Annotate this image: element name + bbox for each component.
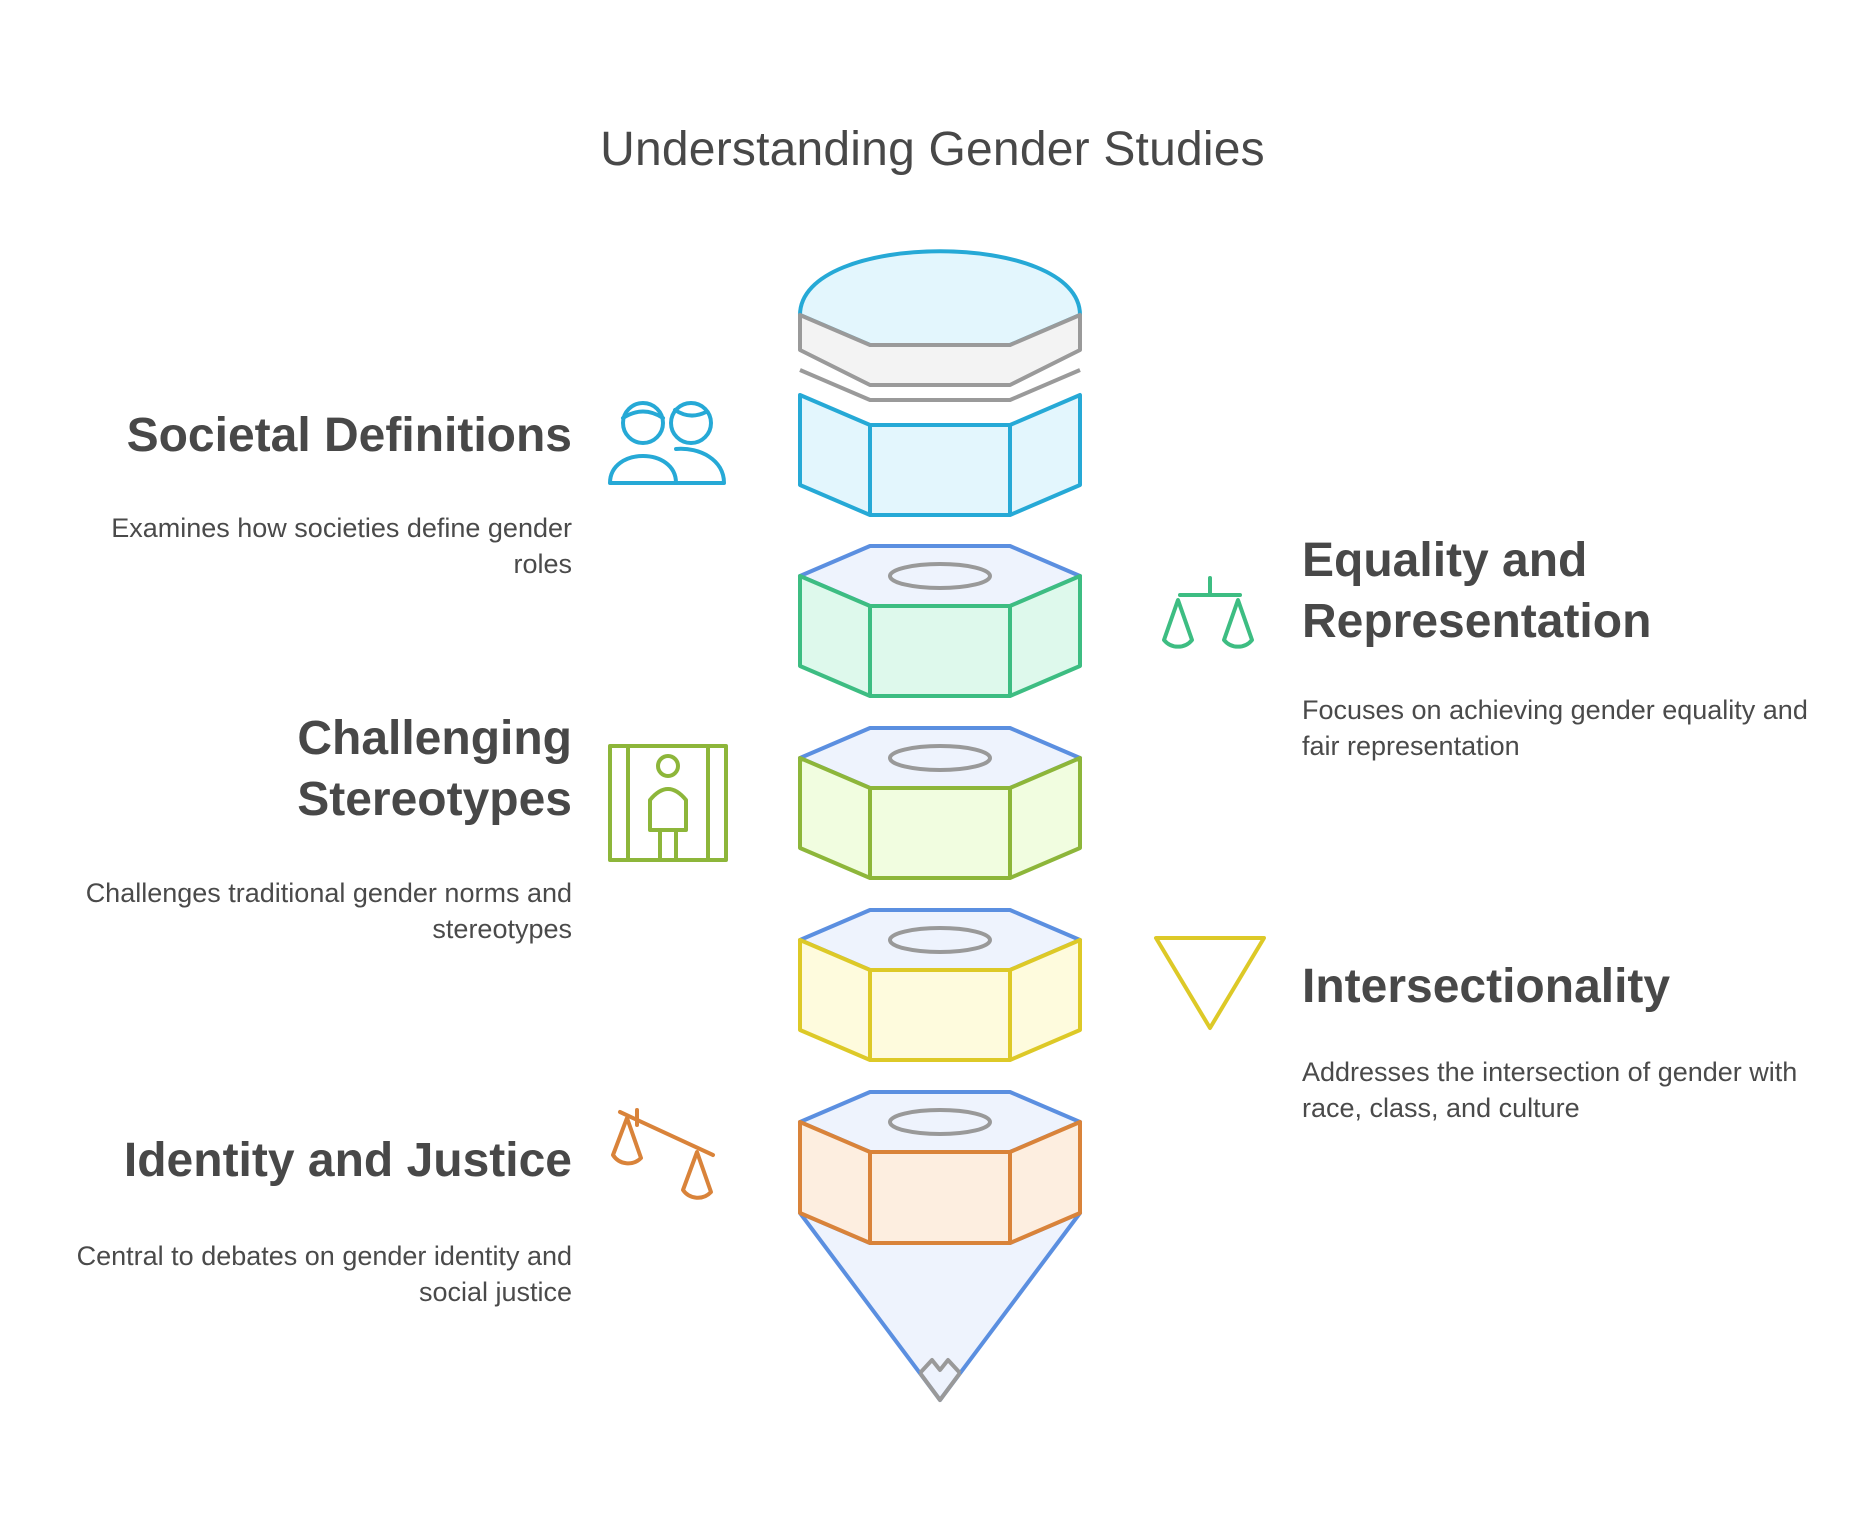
desc-challenging-stereotypes: Challenges traditional gender norms and … [85, 878, 572, 944]
heading-identity-and-justice: Identity and Justice [123, 1134, 572, 1187]
desc-societal-definitions: Examines how societies define gender rol… [111, 513, 572, 579]
heading-challenging-stereotypes: Challenging Stereotypes [297, 712, 572, 826]
desc-equality-representation: Focuses on achieving gender equality and… [1302, 695, 1808, 761]
pencil-cap [798, 249, 1082, 517]
heading-societal-definitions: Societal Definitions [126, 409, 572, 462]
desc-intersectionality: Addresses the intersection of gender wit… [1302, 1057, 1798, 1123]
pencil-segment-stereotypes [798, 726, 1082, 880]
desc-identity-and-justice: Central to debates on gender identity an… [76, 1241, 572, 1307]
pencil-segment-equality [798, 544, 1082, 698]
balance-scale-icon [1162, 576, 1254, 649]
triangle-down-icon [1154, 936, 1266, 1030]
pencil-segment-identity [798, 1090, 1082, 1402]
heading-equality-representation: Equality and Representation [1302, 534, 1652, 648]
diagram-title: Understanding Gender Studies [600, 123, 1265, 176]
person-behind-bars-icon [608, 744, 728, 862]
pencil-segment-intersectionality [798, 908, 1082, 1062]
tilted-scale-icon [611, 1108, 715, 1200]
heading-intersectionality: Intersectionality [1302, 960, 1671, 1013]
people-icon [608, 401, 726, 485]
